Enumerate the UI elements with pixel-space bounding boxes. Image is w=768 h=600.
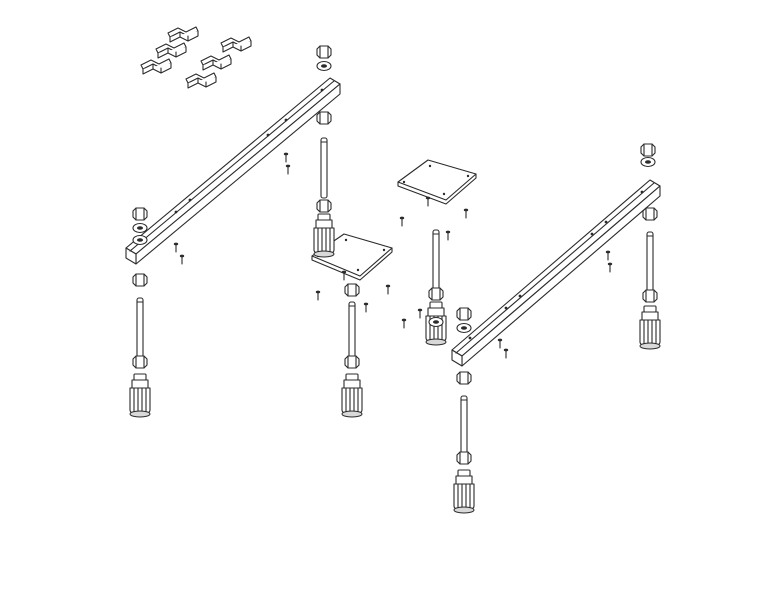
nut (132, 273, 148, 287)
nut (344, 355, 360, 369)
clip (220, 36, 252, 53)
screw-group (173, 152, 613, 359)
screw (417, 308, 423, 319)
clip (167, 26, 199, 43)
leg-stack-b (313, 45, 335, 258)
screw (503, 348, 509, 359)
threaded-rod (136, 297, 144, 359)
washer (640, 156, 656, 168)
nut (642, 289, 658, 303)
threaded-rod (432, 229, 440, 291)
screw (399, 216, 405, 227)
screw (173, 242, 179, 253)
screw (463, 208, 469, 219)
screw (179, 254, 185, 265)
nut (344, 283, 360, 297)
adjustable-foot (313, 213, 335, 258)
clip (155, 42, 187, 59)
leg-stack-c (341, 283, 363, 418)
screw (341, 270, 347, 281)
adjustable-foot (129, 373, 151, 418)
clip (185, 72, 217, 89)
nut (316, 199, 332, 213)
nut (640, 143, 656, 157)
threaded-rod (460, 395, 468, 457)
leg-stack-e (639, 143, 661, 350)
screw (315, 290, 321, 301)
nut (316, 45, 332, 59)
nut (642, 207, 658, 221)
clip (200, 54, 232, 71)
rail-left (125, 77, 341, 265)
nut (456, 307, 472, 321)
nut (428, 287, 444, 301)
screw (605, 250, 611, 261)
threaded-rod (646, 231, 654, 293)
rail-right (451, 179, 661, 367)
screw (363, 302, 369, 313)
nut (132, 207, 148, 221)
nut (456, 371, 472, 385)
clip-group (140, 26, 252, 89)
adjustable-foot (453, 469, 475, 514)
nut (132, 355, 148, 369)
screw (607, 262, 613, 273)
threaded-rod (320, 137, 328, 199)
threaded-rod (348, 301, 356, 363)
screw (445, 230, 451, 241)
washer (428, 316, 444, 328)
washer (456, 322, 472, 334)
screw (385, 284, 391, 295)
adjustable-foot (639, 305, 661, 350)
screw (425, 196, 431, 207)
nut (316, 111, 332, 125)
clip (140, 58, 172, 75)
washer (132, 234, 148, 246)
screw (497, 338, 503, 349)
screw (285, 164, 291, 175)
adjustable-foot (341, 373, 363, 418)
mounting-plate-upper (397, 159, 477, 205)
washer (132, 222, 148, 234)
screw (283, 152, 289, 163)
washer (316, 60, 332, 72)
nut (456, 451, 472, 465)
screw (401, 318, 407, 329)
leg-stack-d (425, 229, 447, 346)
